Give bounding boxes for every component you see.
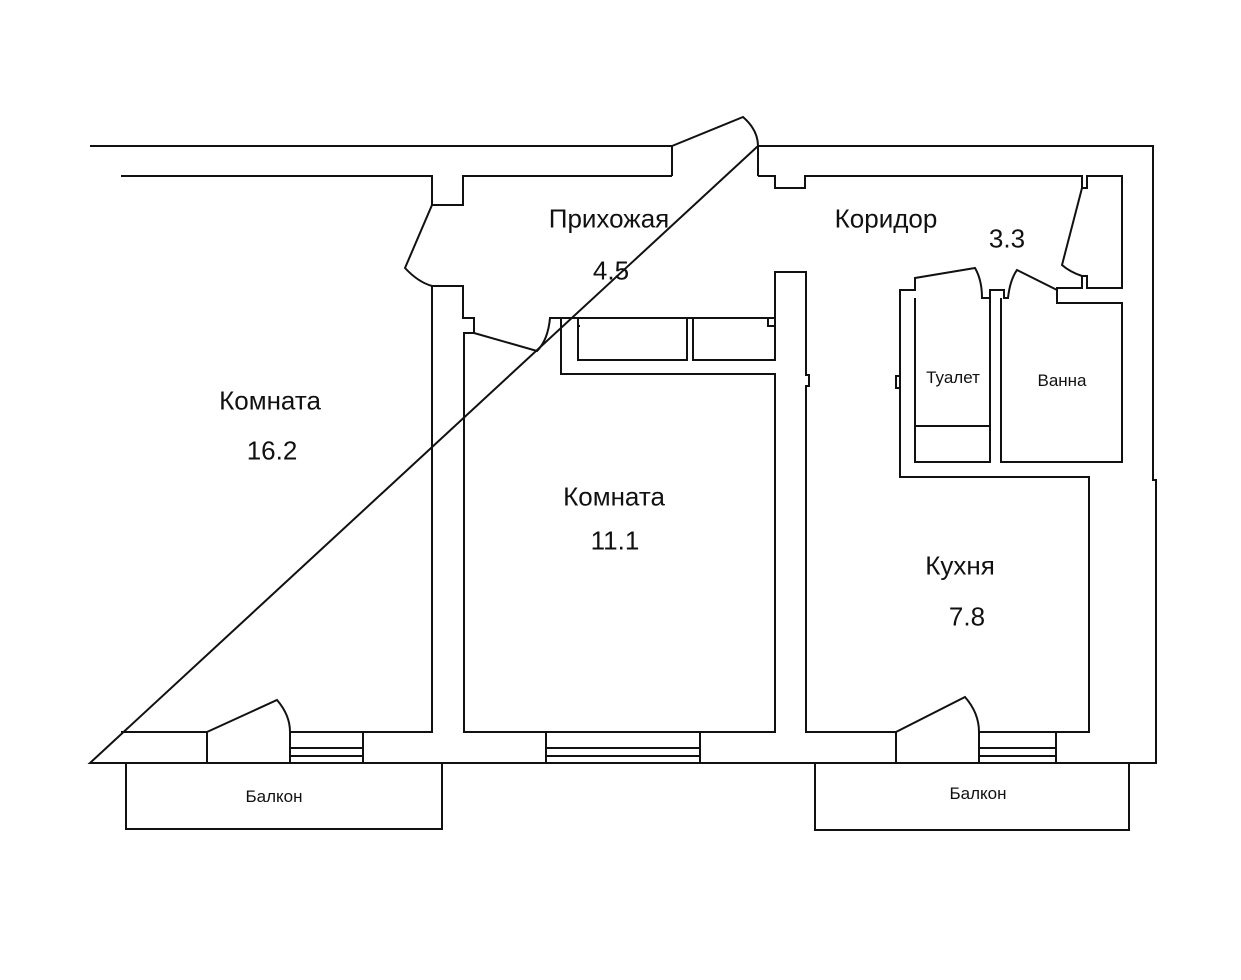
room-2-door: [463, 317, 776, 733]
storage-door: [1056, 187, 1083, 290]
corridor-top-wall: [758, 175, 1123, 289]
toilet-name: Туалет: [926, 368, 980, 387]
hallway-wall: [431, 175, 672, 206]
closet-1: [550, 317, 776, 361]
corridor-name: Коридор: [834, 203, 938, 234]
corridor-area: 3.3: [988, 223, 1026, 254]
room-1-area: 16.2: [246, 435, 298, 466]
room-1-window: [290, 731, 364, 763]
room-1-name: Комната: [219, 385, 321, 416]
bathroom-name: Ванна: [1037, 371, 1087, 390]
room-2-window: [545, 731, 701, 763]
room-2-name: Комната: [563, 481, 665, 512]
balcony-left-name: Балкон: [245, 787, 303, 806]
balcony-left-outline: [125, 763, 443, 830]
balcony-right-name: Балкон: [949, 784, 1007, 803]
room-1-door: [403, 204, 475, 333]
toilet-ext-nib: [895, 375, 900, 389]
room-1-balcony-door: [206, 698, 291, 763]
kitchen-name: Кухня: [925, 550, 995, 581]
hallway-area: 4.5: [592, 255, 630, 286]
entrance-door: [671, 115, 759, 176]
room-2-area: 11.1: [590, 525, 640, 556]
hallway-name: Прихожая: [548, 203, 670, 234]
balcony-right-outline: [814, 763, 1130, 831]
central-wall: [774, 266, 1123, 733]
kitchen-window: [979, 731, 1057, 763]
kitchen-area: 7.8: [948, 601, 986, 632]
kitchen-balcony-door: [895, 695, 980, 763]
closet-divider: [561, 317, 775, 327]
